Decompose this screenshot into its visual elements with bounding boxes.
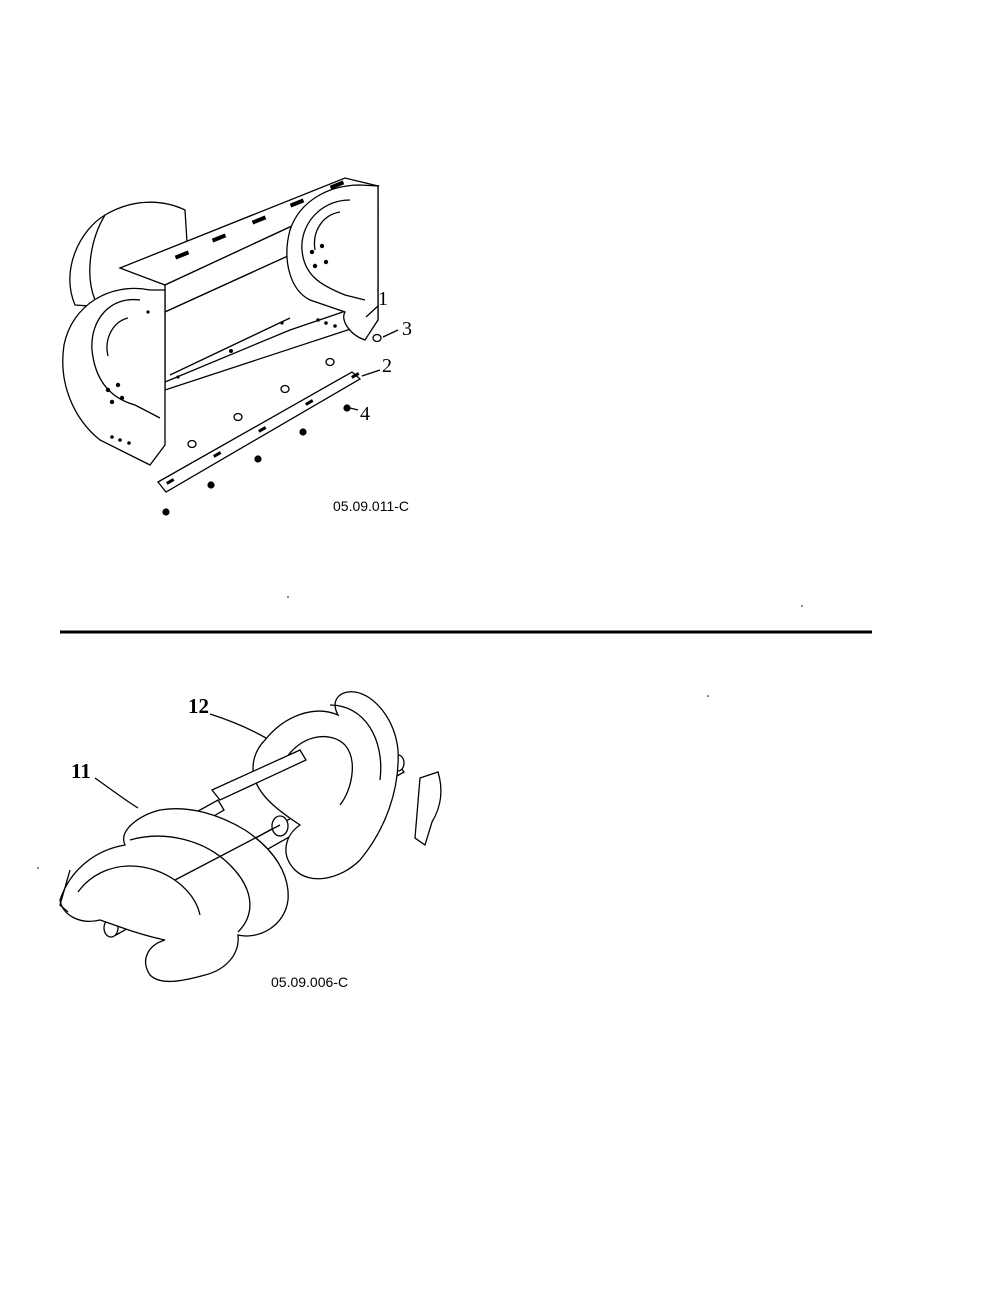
scan-specks xyxy=(37,596,803,869)
callout-3: 3 xyxy=(402,318,412,340)
callout-2: 2 xyxy=(382,355,392,377)
auger-assembly-diagram: 12 11 05.09.006-C xyxy=(59,691,442,990)
callout-11: 11 xyxy=(71,759,91,783)
callout-1: 1 xyxy=(378,288,388,310)
callout-12: 12 xyxy=(188,694,209,718)
callout-4: 4 xyxy=(360,403,370,425)
housing-reference-code: 05.09.011-C xyxy=(333,498,409,514)
auger-reference-code: 05.09.006-C xyxy=(271,974,348,990)
auger-housing-diagram: 1 3 2 4 05.09.011-C xyxy=(62,177,412,516)
